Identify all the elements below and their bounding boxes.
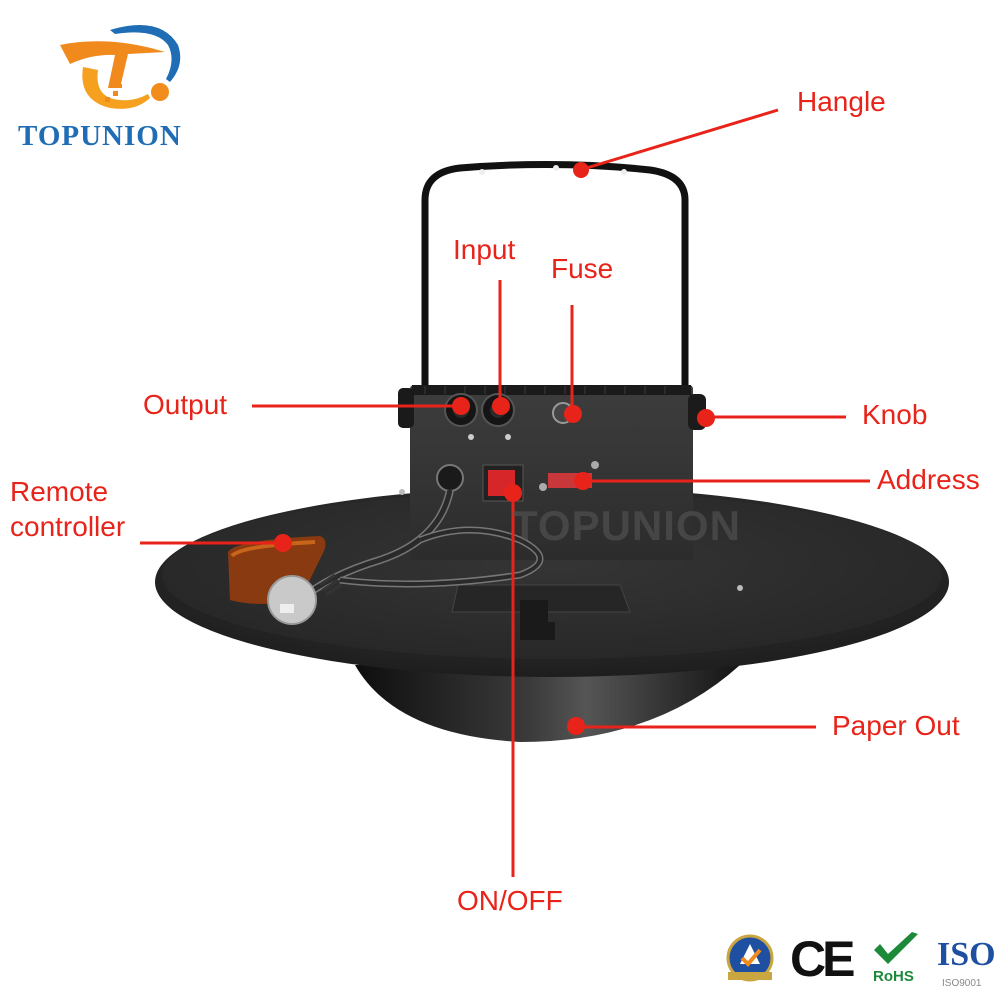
label-input: Input <box>453 234 516 265</box>
rohs-label: RoHS <box>873 968 914 985</box>
label-fuse: Fuse <box>551 253 614 284</box>
hangle <box>421 160 689 395</box>
label-hangle: Hangle <box>797 86 886 117</box>
label-on-off: ON/OFF <box>457 885 563 916</box>
brand-watermark: TOPUNION <box>512 502 741 549</box>
power-plug <box>267 575 317 625</box>
iso-mark: ISO <box>937 936 996 973</box>
control-box <box>410 385 693 560</box>
paper-out-bowl <box>355 665 740 742</box>
label-address: Address <box>877 464 980 495</box>
ce-mark: CE <box>790 931 855 987</box>
assured-supplier-badge-icon <box>726 934 774 982</box>
label-knob: Knob <box>862 399 928 430</box>
label-output: Output <box>143 389 228 420</box>
label-remote-line1: Remote <box>10 476 109 507</box>
iso-9001-label: ISO9001 <box>942 978 982 989</box>
label-paper-out: Paper Out <box>832 710 960 741</box>
brand-name: TOPUNION <box>18 120 182 152</box>
topunion-logo-icon <box>60 25 181 109</box>
label-remote-line2: controller <box>10 511 126 542</box>
rohs-check-icon <box>874 932 918 964</box>
